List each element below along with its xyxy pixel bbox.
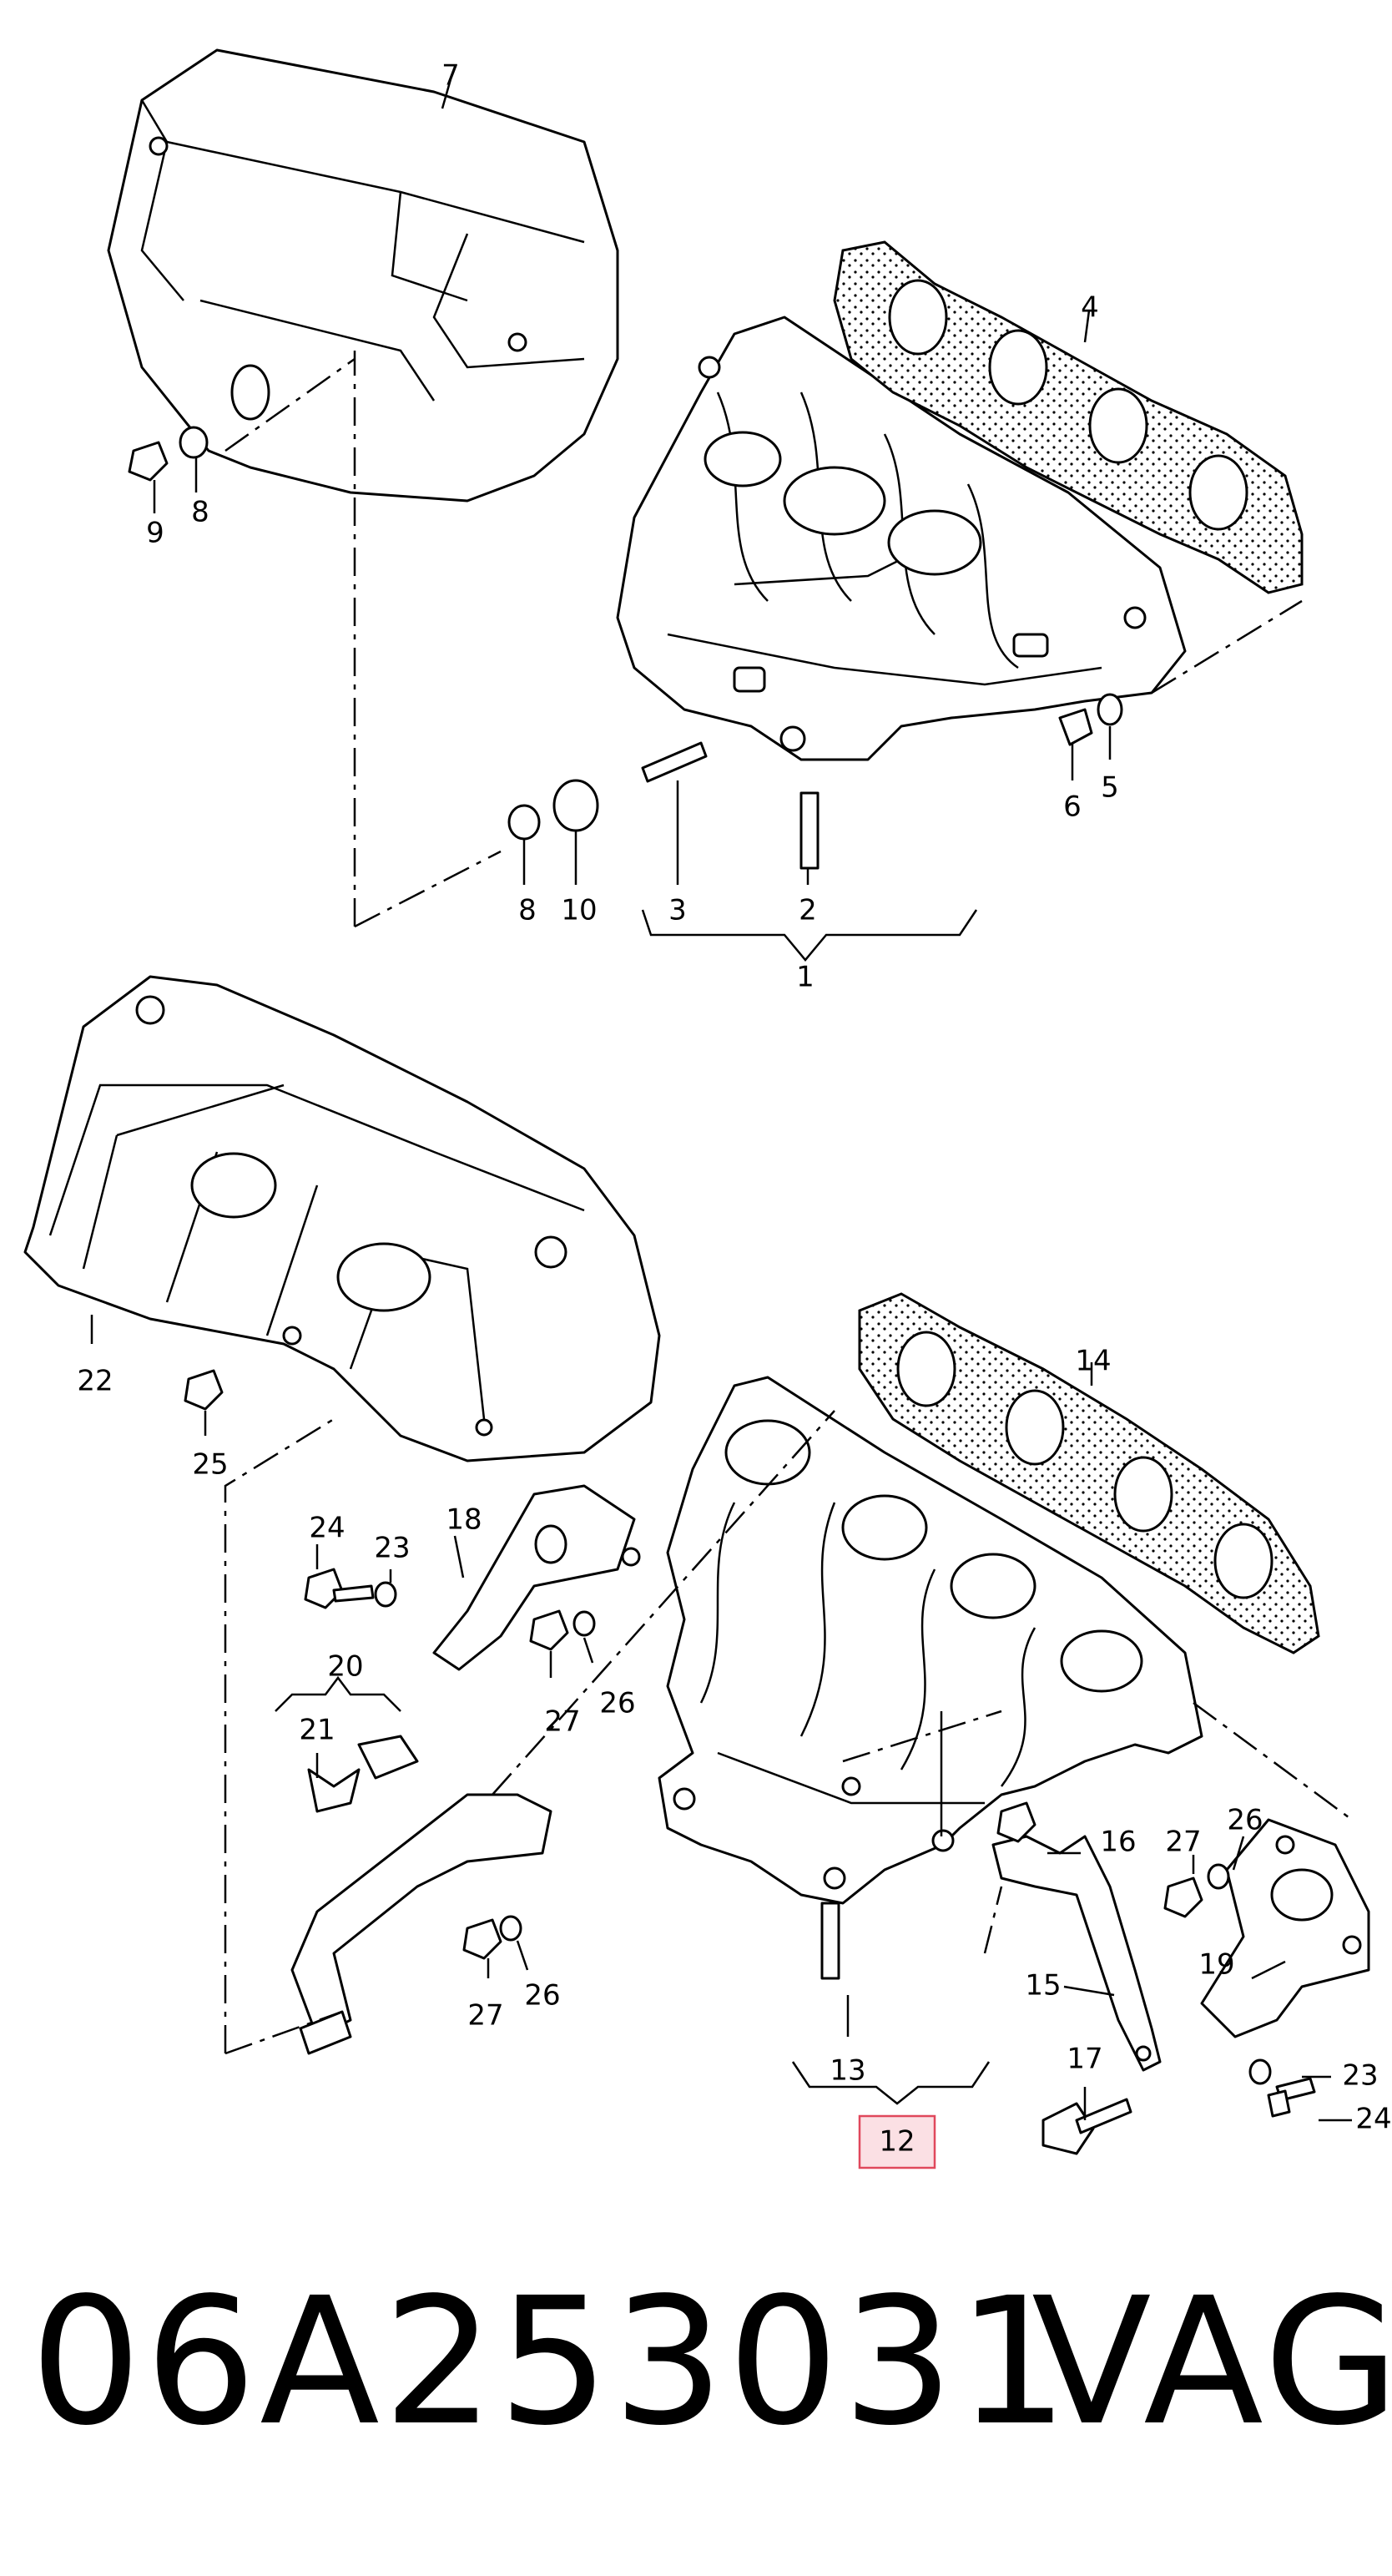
callout-14: 14 [1075,1345,1111,1378]
callout-15: 15 [1025,1969,1061,2003]
upper-manifold [616,316,1187,761]
callout-23a: 23 [374,1532,410,1565]
lower-hardware [184,1369,1316,2155]
callout-8b: 8 [518,894,537,927]
bracket-18 [432,1484,641,1671]
callout-12[interactable]: 12 [879,2125,915,2159]
callout-22: 22 [77,1365,113,1398]
callout-26b: 26 [524,1979,560,2013]
callout-18: 18 [446,1503,482,1537]
callout-19: 19 [1198,1948,1234,1982]
callout-25: 25 [192,1448,228,1482]
callout-6: 6 [1063,790,1082,824]
callout-24a: 24 [309,1512,345,1545]
callout-16: 16 [1100,1826,1136,1859]
callout-26c: 26 [1227,1804,1263,1837]
callout-3: 3 [668,894,687,927]
callout-24b: 24 [1355,2103,1391,2136]
callout-7: 7 [441,59,460,93]
callout-8a: 8 [191,496,209,529]
callout-27c: 27 [1165,1826,1201,1859]
lower-heat-shield [23,975,661,1462]
upper-heat-shield [107,48,619,503]
upper-leader-lines [153,78,1112,962]
lower-manifold [658,1376,1203,1905]
lower-assembly-lines [224,1410,1353,2055]
callout-4: 4 [1081,291,1099,325]
callout-21: 21 [299,1714,335,1747]
callout-17: 17 [1067,2043,1102,2076]
upper-gasket [833,240,1304,594]
callout-1: 1 [796,961,815,994]
part-footer: 06A253031 VAG [30,2254,1392,2471]
lower-gasket [858,1292,1320,1654]
upper-assembly-lines [224,351,1303,928]
callout-27b: 27 [467,1999,503,2033]
support-strut-15 [991,1835,1162,2072]
callout-27a: 27 [544,1705,580,1739]
bracket-20 [290,1735,552,2055]
lower-leader-lines [90,1315,1352,2122]
callout-2: 2 [799,894,817,927]
callout-9: 9 [146,517,164,550]
bracket-19 [1200,1818,1370,2038]
brand-name: VAG [1031,2260,1392,2464]
highlight-box-12 [858,2114,936,2169]
part-number: 06A253031 [30,2260,1072,2464]
callout-5: 5 [1101,771,1119,805]
callout-10: 10 [561,894,597,927]
callout-13: 13 [830,2054,865,2088]
callout-26a: 26 [599,1687,635,1720]
callout-23b: 23 [1342,2059,1378,2093]
callout-20: 20 [327,1650,363,1684]
